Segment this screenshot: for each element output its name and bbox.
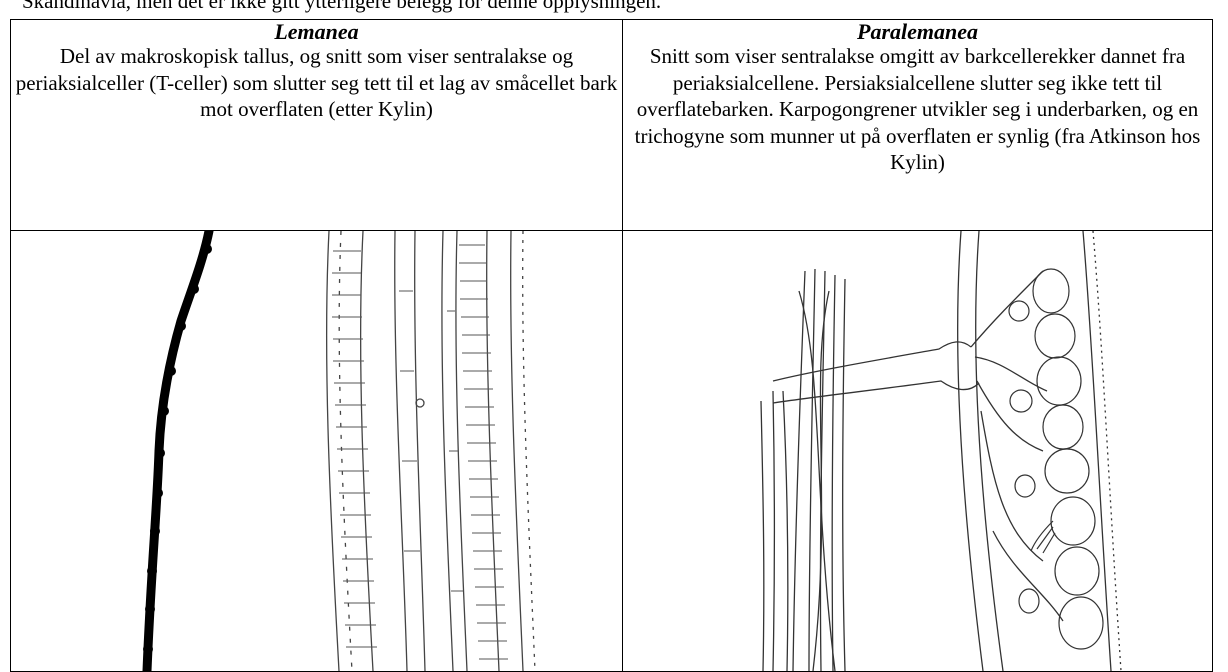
lemanea-illustration xyxy=(11,231,623,671)
lemanea-caption: Del av makroskopisk tallus, og snitt som… xyxy=(11,43,622,123)
paralemanea-illustration xyxy=(623,231,1213,671)
lemanea-caption-cell: Lemanea Del av makroskopisk tallus, og s… xyxy=(11,20,623,231)
lemanea-cell-rows xyxy=(332,245,508,659)
lemanea-thallus-drawing xyxy=(143,231,212,671)
figure-table: Lemanea Del av makroskopisk tallus, og s… xyxy=(10,19,1213,672)
lemanea-illustration-cell xyxy=(11,231,623,672)
intro-text-line: Skandinavia, men det er ikke gitt ytterl… xyxy=(22,0,661,13)
paralemanea-illustration-cell xyxy=(623,231,1213,672)
paralemanea-caption: Snitt som viser sentralakse omgitt av ba… xyxy=(623,43,1212,176)
paralemanea-heading: Paralemanea xyxy=(623,21,1212,43)
lemanea-heading: Lemanea xyxy=(11,21,622,43)
paralemanea-caption-cell: Paralemanea Snitt som viser sentralakse … xyxy=(623,20,1213,231)
paralemanea-section-drawing xyxy=(761,231,1121,671)
paralemanea-cortex-cells xyxy=(1009,269,1103,649)
